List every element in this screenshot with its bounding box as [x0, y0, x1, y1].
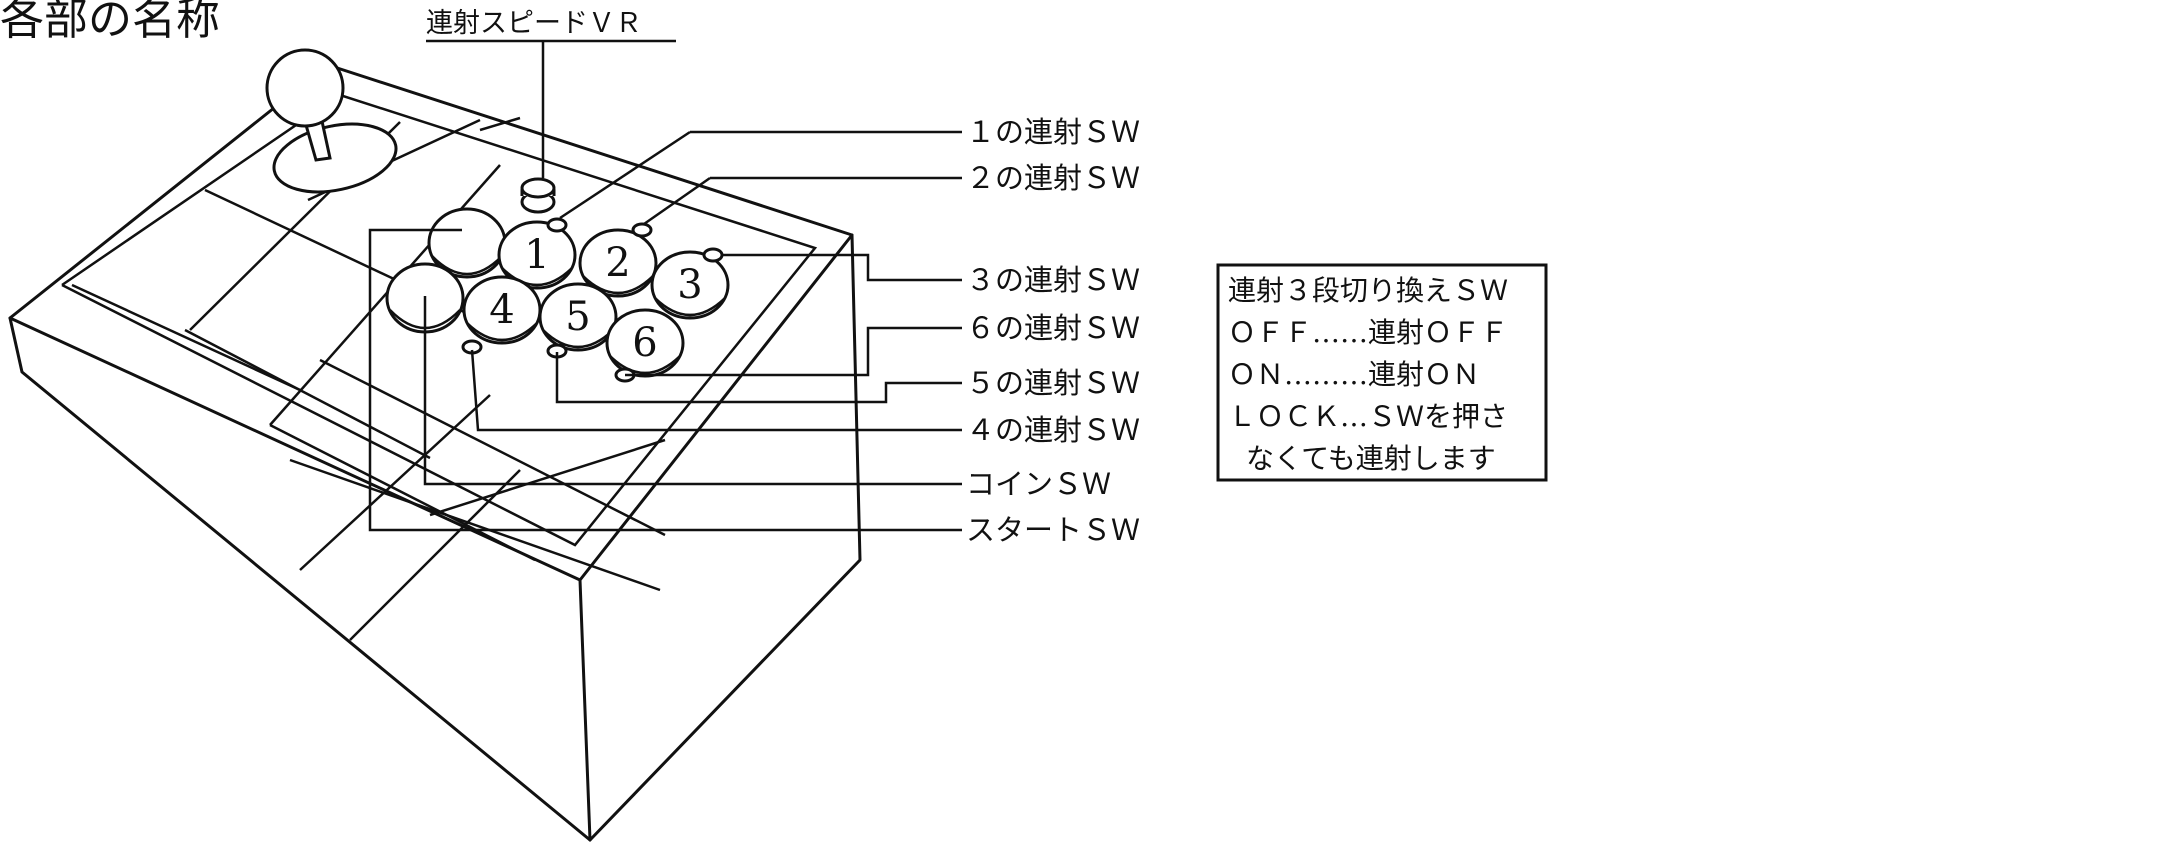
svg-text:2: 2: [605, 240, 630, 286]
action-button-1: 1: [497, 220, 577, 290]
label-start-sw: スタートＳＷ: [966, 513, 1140, 547]
action-button-4: 4: [462, 275, 542, 345]
svg-text:4: 4: [489, 287, 514, 333]
joystick: [265, 48, 398, 194]
leader-lines: [368, 39, 962, 532]
action-button-2: 2: [578, 228, 658, 298]
action-button-6: 6: [605, 308, 685, 378]
label-sw1: １の連射ＳＷ: [966, 115, 1140, 149]
legend-line-3: ＯＮ………連射ＯＮ: [1228, 358, 1480, 391]
legend-line-5: なくても連射します: [1246, 442, 1496, 475]
speed-vr-knob: [520, 177, 556, 214]
label-sw4: ４の連射ＳＷ: [966, 413, 1140, 447]
svg-text:1: 1: [524, 232, 549, 278]
label-sw6: ６の連射ＳＷ: [966, 311, 1140, 345]
label-coin-sw: コインＳＷ: [966, 467, 1111, 501]
page-title: 各部の名称: [0, 0, 220, 45]
action-button-3: 3: [650, 250, 730, 320]
controller-body: [8, 63, 862, 842]
legend-line-2: ＯＦＦ……連射ＯＦＦ: [1228, 316, 1508, 349]
action-button-5: 5: [538, 282, 618, 352]
legend-line-4: ＬＯＣＫ…ＳＷを押さ: [1228, 400, 1508, 433]
start-button: [427, 207, 507, 279]
label-sw3: ３の連射ＳＷ: [966, 263, 1140, 297]
label-speed-vr: 連射スピードＶＲ: [426, 8, 642, 39]
svg-text:5: 5: [565, 294, 590, 340]
label-sw2: ２の連射ＳＷ: [966, 161, 1140, 195]
label-sw5: ５の連射ＳＷ: [966, 366, 1140, 400]
legend-line-1: 連射３段切り換えＳＷ: [1228, 274, 1508, 307]
svg-text:3: 3: [677, 262, 702, 308]
svg-text:6: 6: [632, 320, 657, 366]
rapid-mode-legend: 連射３段切り換えＳＷ ＯＦＦ……連射ＯＦＦ ＯＮ………連射ＯＮ ＬＯＣＫ…ＳＷを…: [1216, 263, 1548, 482]
